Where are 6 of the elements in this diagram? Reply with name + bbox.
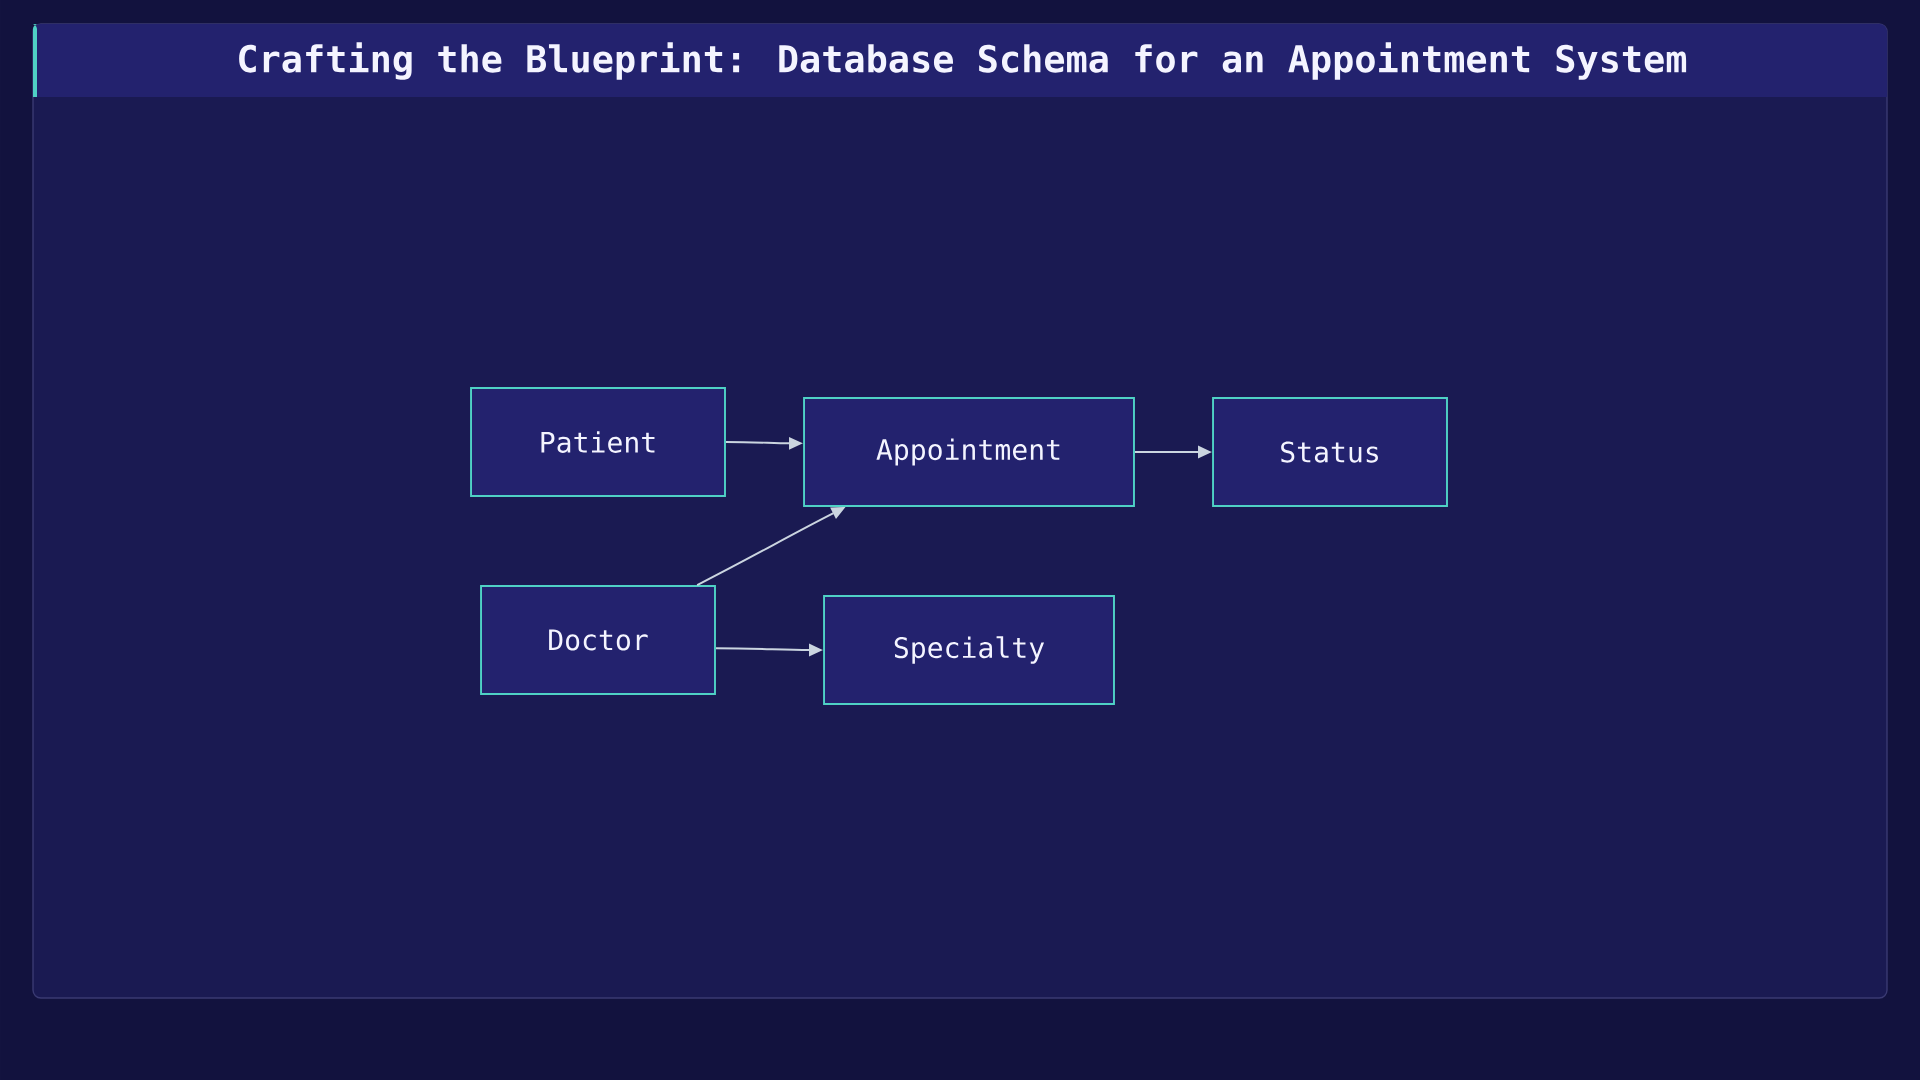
- title-bar: Crafting the Blueprint: Database Schema for an Appointment System: [31, 24, 1887, 97]
- entity-box: Patient: [470, 387, 726, 497]
- entity-box: Doctor: [480, 585, 716, 695]
- entity-box: Status: [1212, 397, 1448, 507]
- entity-box: Specialty: [823, 595, 1115, 705]
- entity-box: Appointment: [803, 397, 1135, 507]
